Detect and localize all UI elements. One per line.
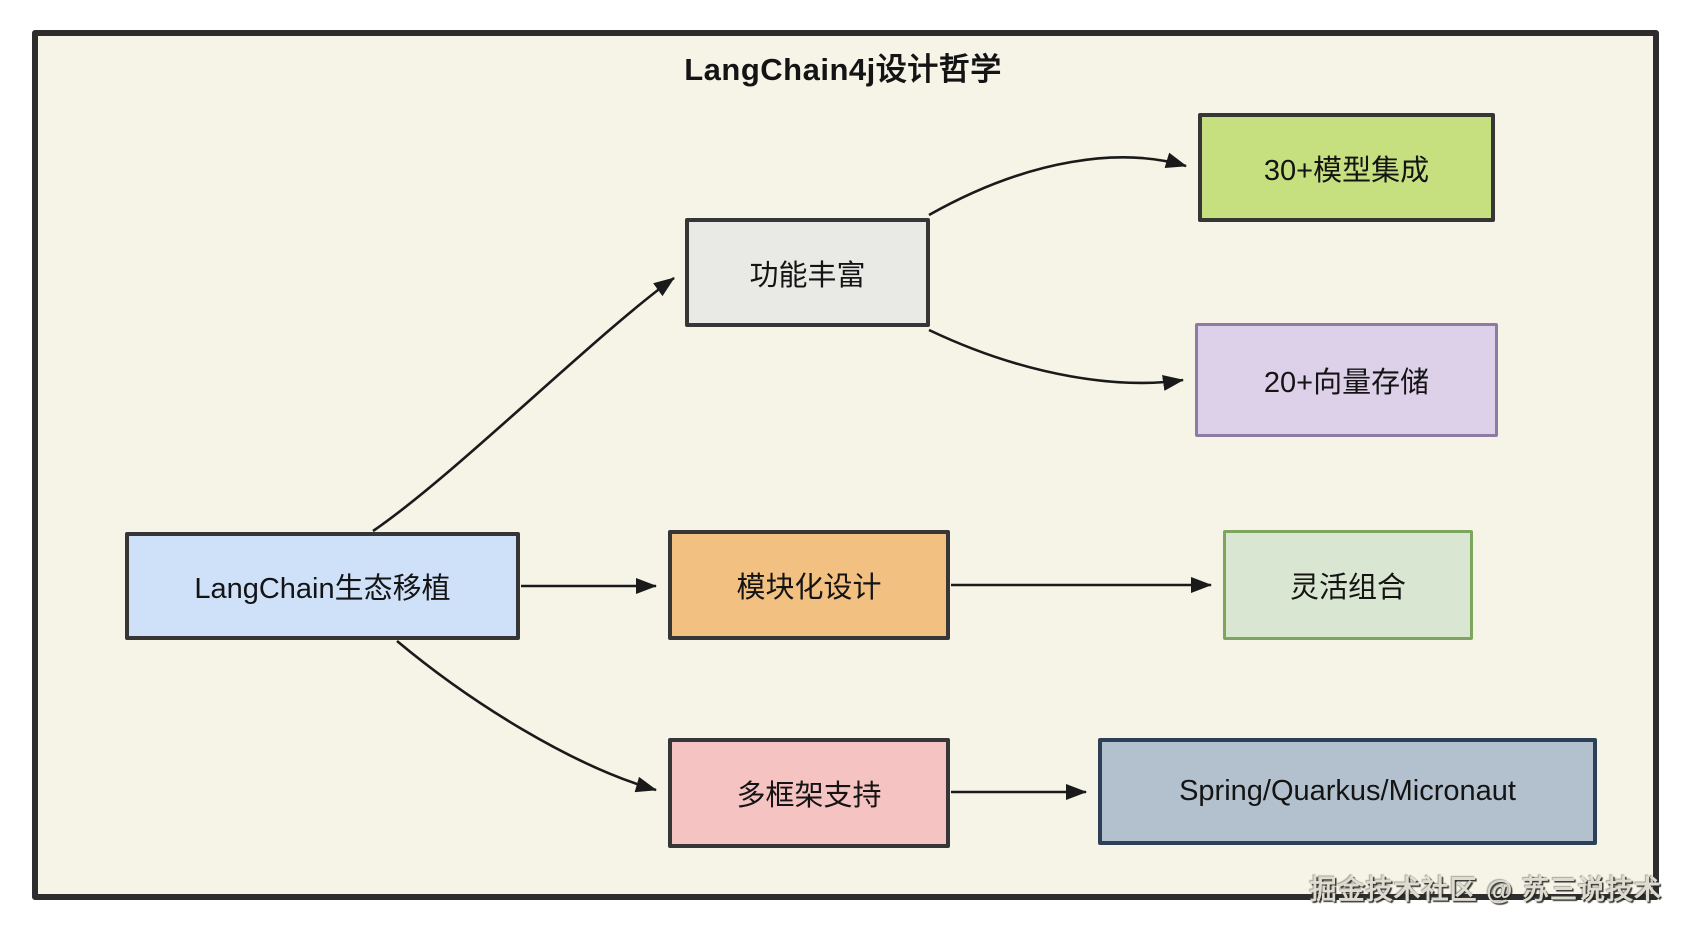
node-frameworks: Spring/Quarkus/Micronaut — [1098, 738, 1597, 845]
node-feature-rich: 功能丰富 — [685, 218, 930, 327]
diagram-title: LangChain4j设计哲学 — [684, 52, 1002, 87]
node-flexible-composition: 灵活组合 — [1223, 530, 1473, 640]
node-modular-design: 模块化设计 — [668, 530, 950, 640]
node-model-integrations: 30+模型集成 — [1198, 113, 1495, 222]
node-root: LangChain生态移植 — [125, 532, 520, 640]
node-multi-framework: 多框架支持 — [668, 738, 950, 848]
node-vector-stores: 20+向量存储 — [1195, 323, 1498, 437]
watermark: 掘金技术社区 @ 苏三说技术 — [1309, 875, 1662, 905]
